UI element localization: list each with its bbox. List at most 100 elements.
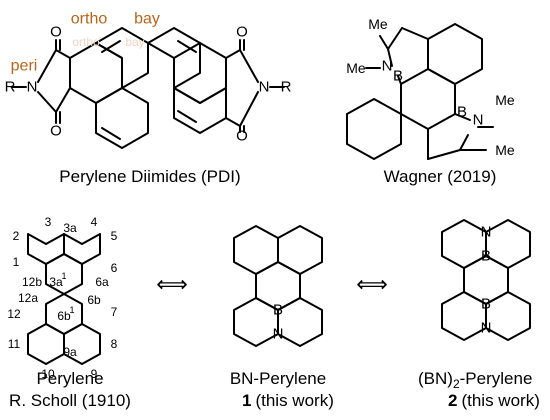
perylene-locant-3: 3 <box>45 215 52 229</box>
pdi-oxygen: O <box>236 128 248 145</box>
perylene-locant-5: 5 <box>111 229 118 243</box>
bn2-perylene-name-prefix: (BN) <box>418 369 453 388</box>
perylene-locant-10: 10 <box>41 367 55 381</box>
wagner-bond <box>387 48 393 67</box>
perylene-locant-6b1-sup: 1 <box>69 305 74 315</box>
perylene-structure: 3 2 1 3a 4 5 6 6a 6b 7 8 9 9a 10 11 12 1… <box>7 215 131 410</box>
perylene-locant-6: 6 <box>111 261 118 275</box>
pdi-bond <box>239 91 259 127</box>
wagner-bond <box>387 27 403 50</box>
pdi-ring <box>69 42 123 104</box>
pdi-bond <box>239 49 259 83</box>
wagner-bond <box>397 75 402 85</box>
pdi-double-bond <box>101 40 121 53</box>
pdi-ring <box>95 27 149 89</box>
bn2-perylene-name: (BN)2-Perylene <box>418 369 532 391</box>
pdi-double-bond <box>177 110 197 123</box>
bn2-perylene-structure: N B B N (BN)2-Perylene 2(this work) <box>418 219 540 410</box>
perylene-locant-12b: 12b <box>22 275 42 289</box>
bn2-perylene-boron: B <box>481 248 491 265</box>
bn-perylene-number: 1 <box>242 391 251 410</box>
bn-perylene-boron: B <box>273 302 283 319</box>
pdi-bond <box>37 49 57 83</box>
bn-perylene-name: BN-Perylene <box>230 369 326 388</box>
bn-perylene-ring <box>233 297 279 347</box>
perylene-locant-3a1: 3a <box>49 275 63 289</box>
wagner-bond <box>401 27 429 40</box>
perylene-locant-6a: 6a <box>95 275 109 289</box>
bn-perylene-ring <box>277 297 323 347</box>
bay-ghost-label: bay <box>125 35 144 49</box>
bn2-perylene-ring <box>485 291 531 341</box>
pdi-bond <box>37 91 57 113</box>
wagner-methyl: Me <box>495 142 515 158</box>
perylene-locant-1: 1 <box>13 255 20 269</box>
perylene-author: R. Scholl (1910) <box>9 391 131 410</box>
pdi-ring <box>95 87 149 149</box>
bn2-perylene-ring <box>485 219 531 269</box>
perylene-ring <box>63 323 101 365</box>
wagner-bond <box>454 113 471 121</box>
bn-perylene-label: 1(this work) <box>242 391 334 410</box>
perylene-name: Perylene <box>36 369 103 388</box>
perylene-ring <box>27 323 65 365</box>
bn-perylene-note: (this work) <box>255 391 333 410</box>
pdi-double-bond <box>177 40 197 53</box>
pdi-bond <box>55 87 71 113</box>
bn-perylene-nitrogen: N <box>273 326 284 343</box>
equivalence-arrow: ⟺ <box>156 272 188 297</box>
bn2-perylene-ring <box>441 219 487 269</box>
wagner-ring <box>346 98 402 160</box>
perylene-locant-9: 9 <box>91 367 98 381</box>
pdi-bond <box>225 49 241 59</box>
perylene-locant-4: 4 <box>91 215 98 229</box>
wagner-structure: Me Me Me Me N B B N Wagner (2019) <box>346 16 515 186</box>
perylene-locant-3a: 3a <box>63 221 77 235</box>
pdi-bond <box>55 49 71 59</box>
perylene-locant-12a: 12a <box>18 291 38 305</box>
bn2-perylene-number: 2 <box>448 391 457 410</box>
bn2-perylene-nitrogen: N <box>481 320 492 337</box>
bn2-perylene-boron: B <box>481 296 491 313</box>
perylene-locant-2: 2 <box>13 229 20 243</box>
perylene-ring <box>27 233 65 265</box>
pdi-structure: O O O O N N R R ortho bay peri ortho bay… <box>5 11 292 187</box>
ortho-label: ortho <box>71 11 108 28</box>
wagner-caption: Wagner (2019) <box>384 167 497 186</box>
wagner-methyl: Me <box>368 16 388 32</box>
wagner-nitrogen: N <box>382 58 393 75</box>
pdi-caption: Perylene Diimides (PDI) <box>59 167 240 186</box>
wagner-methyl: Me <box>346 60 366 76</box>
perylene-locant-7: 7 <box>111 305 118 319</box>
wagner-boron: B <box>393 68 403 85</box>
bn2-perylene-note: (this work) <box>461 391 539 410</box>
perylene-locant-9a: 9a <box>63 345 77 359</box>
pdi-r-group: R <box>281 79 292 96</box>
pdi-oxygen: O <box>50 123 62 140</box>
perylene-locant-11: 11 <box>8 337 21 351</box>
wagner-methyl: Me <box>495 92 515 108</box>
bn-perylene-ring <box>233 225 279 275</box>
perylene-ring <box>63 233 101 265</box>
pdi-ring <box>147 27 201 89</box>
perylene-locant-3a1-sup: 1 <box>61 271 66 281</box>
wagner-ring <box>400 68 456 130</box>
perylene-locant-6b: 6b <box>87 293 101 307</box>
pdi-double-bond <box>101 127 121 140</box>
pdi-oxygen: O <box>236 24 248 41</box>
perylene-locant-6b1: 6b <box>57 309 71 323</box>
pdi-r-group: R <box>5 79 16 96</box>
perylene-locant-8: 8 <box>111 337 118 351</box>
bn2-perylene-nitrogen: N <box>481 224 492 241</box>
bn-perylene-ring <box>277 225 323 275</box>
wagner-bond <box>459 134 469 151</box>
wagner-boron: B <box>457 104 467 121</box>
pdi-nitrogen: N <box>259 79 270 96</box>
bn2-perylene-name-suffix: -Perylene <box>460 369 533 388</box>
bn2-perylene-ring <box>441 291 487 341</box>
wagner-ring <box>427 23 483 85</box>
perylene-locant-12: 12 <box>7 307 21 321</box>
pdi-nitrogen: N <box>27 79 38 96</box>
pdi-oxygen: O <box>50 24 62 41</box>
